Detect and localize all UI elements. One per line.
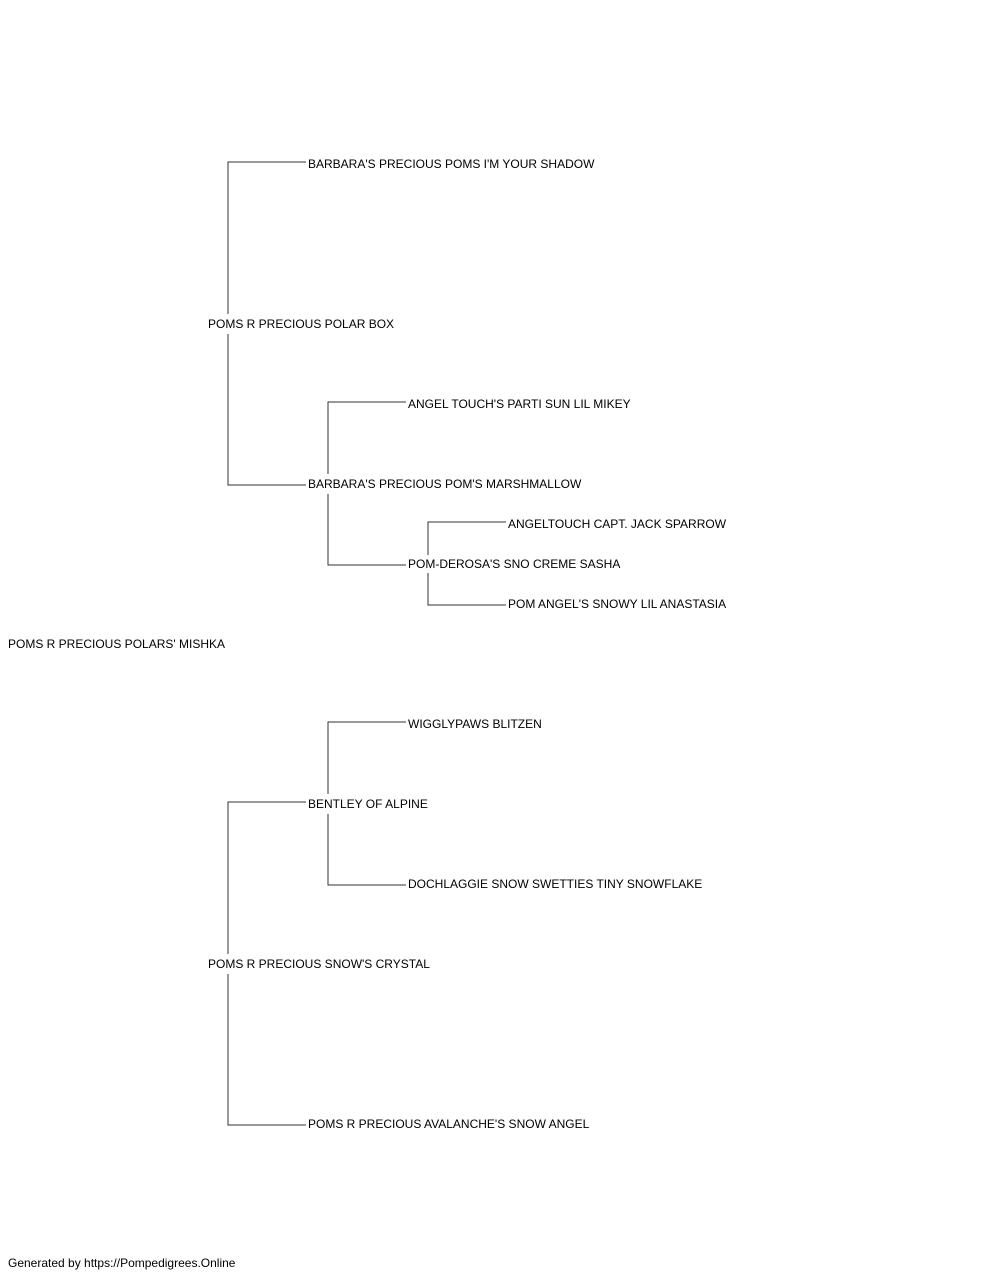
subject-dog-name: POMS R PRECIOUS POLARS' MISHKA xyxy=(8,637,225,651)
connector-sasha-to-sire xyxy=(427,521,506,555)
dam-sire-sire-name: WIGGLYPAWS BLITZEN xyxy=(408,717,542,731)
connector-sire-to-sire-sire xyxy=(227,161,306,314)
connector-bentley-to-sire xyxy=(327,721,406,794)
connector-sire-to-sire-dam xyxy=(227,334,306,486)
dam-dam-name: POMS R PRECIOUS AVALANCHE'S SNOW ANGEL xyxy=(308,1117,590,1131)
connector-dam-to-dam-sire xyxy=(227,801,306,954)
generated-by-footer: Generated by https://Pompedigrees.Online xyxy=(8,1256,236,1270)
sire-dam-sire-name: ANGEL TOUCH'S PARTI SUN LIL MIKEY xyxy=(408,397,631,411)
sire-dam-dam-dam-name: POM ANGEL'S SNOWY LIL ANASTASIA xyxy=(508,597,726,611)
sire-sire-name: BARBARA'S PRECIOUS POMS I'M YOUR SHADOW xyxy=(308,157,595,171)
connector-sire-dam-to-sire xyxy=(327,401,406,474)
sire-dam-dam-sire-name: ANGELTOUCH CAPT. JACK SPARROW xyxy=(508,517,727,531)
sire-name: POMS R PRECIOUS POLAR BOX xyxy=(208,317,394,331)
connector-dam-to-dam-dam xyxy=(227,974,306,1126)
dam-sire-dam-name: DOCHLAGGIE SNOW SWETTIES TINY SNOWFLAKE xyxy=(408,877,702,891)
sire-dam-dam-name: POM-DEROSA'S SNO CREME SASHA xyxy=(408,557,620,571)
connector-sasha-to-dam xyxy=(427,573,506,606)
connector-bentley-to-dam xyxy=(327,814,406,886)
dam-name: POMS R PRECIOUS SNOW'S CRYSTAL xyxy=(208,957,430,971)
pedigree-connectors xyxy=(227,161,506,1126)
sire-dam-name: BARBARA'S PRECIOUS POM'S MARSHMALLOW xyxy=(308,477,582,491)
dam-sire-name: BENTLEY OF ALPINE xyxy=(308,797,428,811)
connector-sire-dam-to-dam xyxy=(327,494,406,566)
